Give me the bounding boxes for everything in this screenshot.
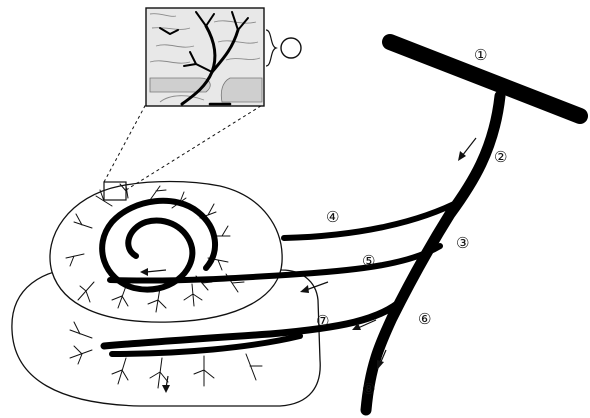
label-3: ③	[456, 234, 469, 252]
label-6: ⑥	[418, 310, 431, 328]
label-1: ①	[474, 46, 487, 64]
arrow-2	[458, 138, 476, 161]
label-2: ②	[494, 148, 507, 166]
inset-panel	[146, 8, 276, 106]
label-4: ④	[326, 208, 339, 226]
label-5: ⑤	[362, 252, 375, 270]
label-8: ⑧	[362, 380, 375, 398]
cochlea-outline	[12, 182, 320, 407]
callout-line-right	[126, 104, 264, 190]
label-A: A	[281, 38, 301, 58]
callout-line-left	[104, 104, 146, 182]
label-7: ⑦	[316, 312, 329, 330]
